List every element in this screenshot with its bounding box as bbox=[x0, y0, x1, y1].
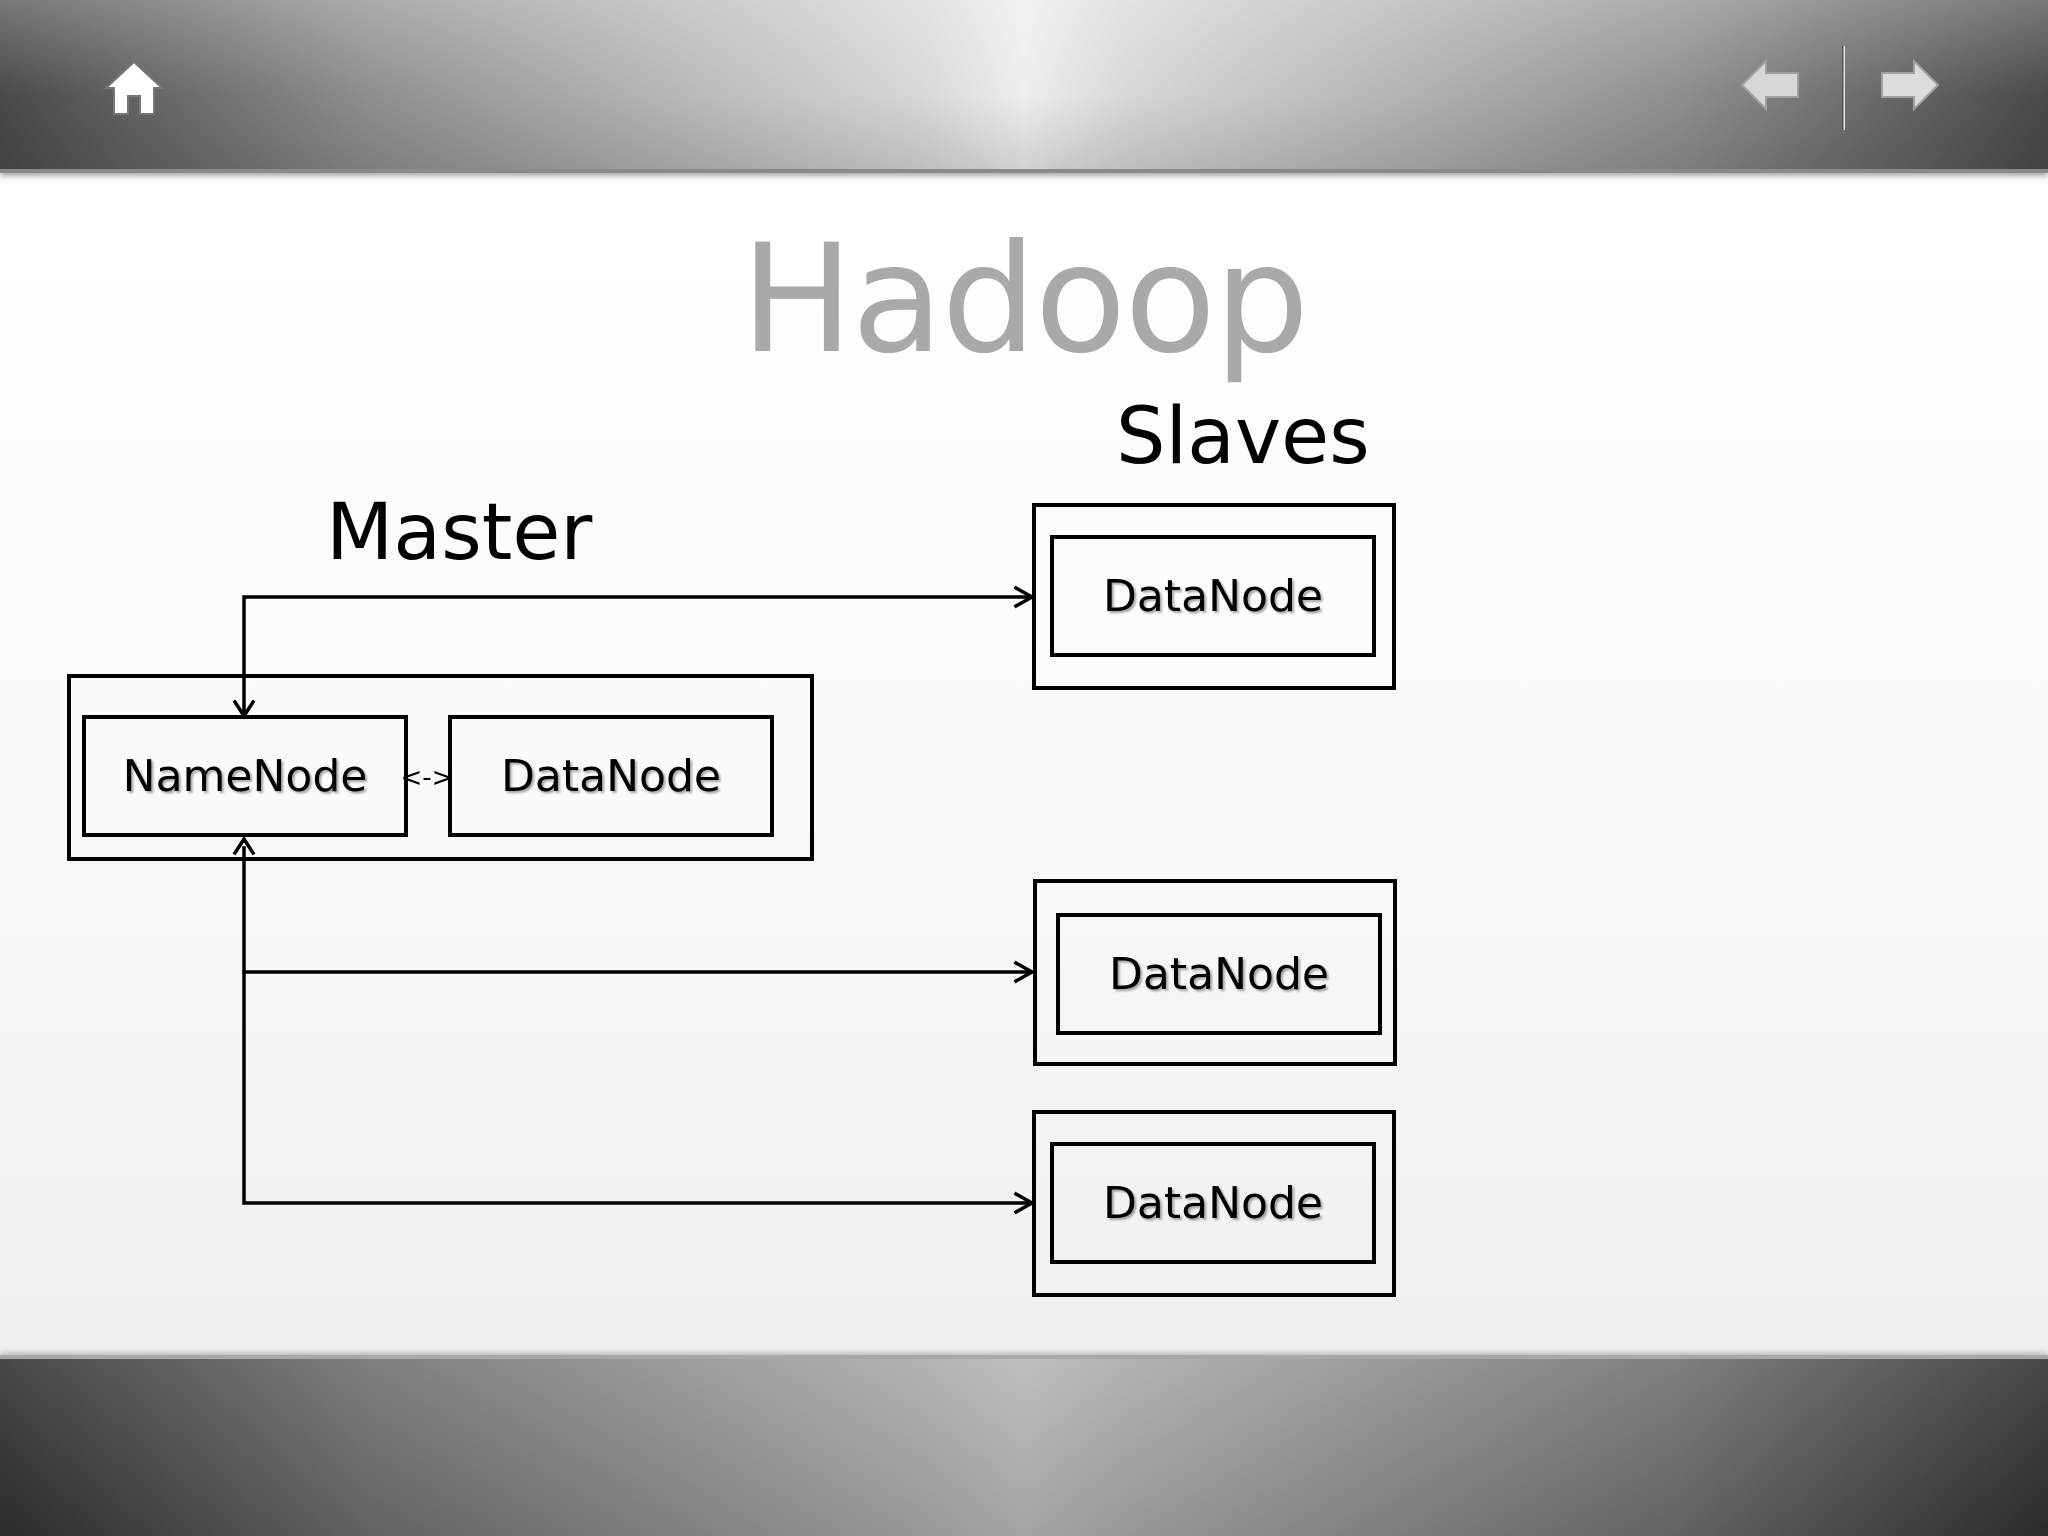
master-datanode-box: DataNode bbox=[448, 715, 774, 837]
arrowhead-slave-2 bbox=[1013, 960, 1036, 984]
top-toolbar bbox=[0, 0, 2048, 173]
arrowhead-slave-3 bbox=[1013, 1191, 1036, 1215]
nav-divider bbox=[1842, 46, 1845, 130]
connector-to-slave-3 bbox=[242, 970, 1032, 1205]
slaves-heading: Slaves bbox=[1116, 392, 1370, 482]
arrowhead-slave-1 bbox=[1013, 585, 1036, 609]
slide-title: Hadoop bbox=[740, 213, 1310, 387]
master-heading: Master bbox=[326, 488, 593, 578]
connector-to-slave-2 bbox=[242, 846, 1032, 974]
arrow-left-icon[interactable] bbox=[1740, 58, 1800, 112]
slave-datanode-3: DataNode bbox=[1050, 1142, 1376, 1264]
slave-datanode-1: DataNode bbox=[1050, 535, 1376, 657]
bottom-toolbar bbox=[0, 1355, 2048, 1536]
slave-datanode-2: DataNode bbox=[1056, 913, 1382, 1035]
arrow-right-icon[interactable] bbox=[1880, 58, 1940, 112]
home-icon[interactable] bbox=[103, 58, 165, 118]
namenode-box: NameNode bbox=[82, 715, 408, 837]
